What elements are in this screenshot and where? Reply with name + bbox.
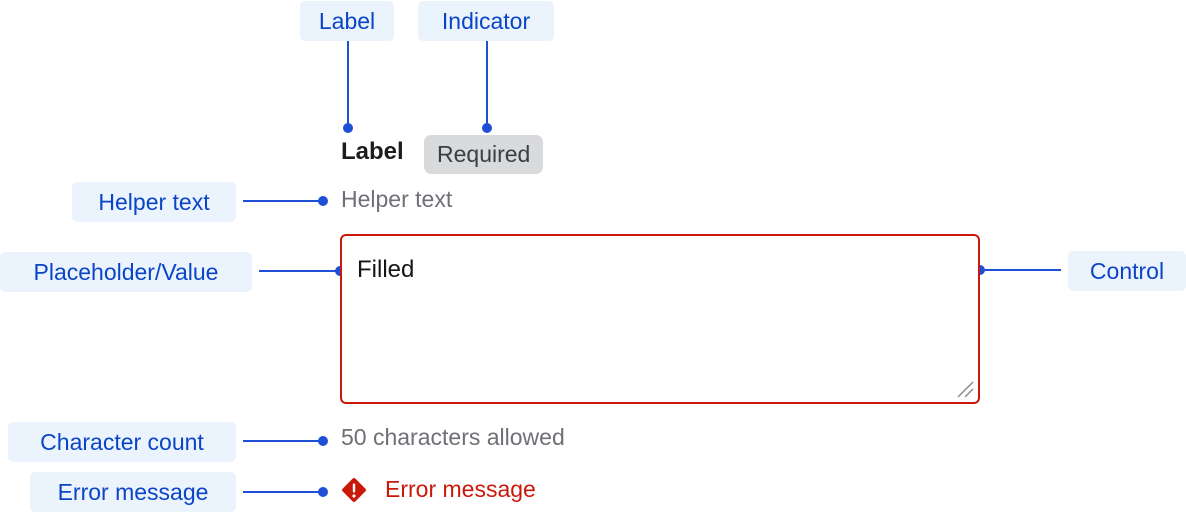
leader-dot-helper-text [318, 196, 328, 206]
helper-text: Helper text [341, 186, 453, 212]
leader-line-indicator [486, 41, 488, 127]
leader-dot-error-message [318, 487, 328, 497]
annotation-label: Label [300, 1, 394, 41]
leader-line-control [980, 269, 1061, 271]
leader-line-label [347, 41, 349, 127]
leader-line-helper-text [243, 200, 323, 202]
leader-line-placeholder-value [259, 270, 340, 272]
character-count: 50 characters allowed [341, 424, 565, 450]
annotation-error-message: Error message [30, 472, 236, 512]
leader-dot-label [343, 123, 353, 133]
resize-grip-icon[interactable] [956, 380, 974, 398]
field-label: Label [341, 138, 404, 165]
annotation-helper-text: Helper text [72, 182, 236, 222]
textarea-control[interactable]: Filled [340, 234, 980, 404]
leader-line-error-message [243, 491, 323, 493]
leader-dot-control [975, 265, 985, 275]
annotation-control: Control [1068, 251, 1186, 291]
leader-dot-indicator [482, 123, 492, 133]
annotation-character-count: Character count [8, 422, 236, 462]
textarea-value: Filled [357, 256, 415, 283]
leader-dot-character-count [318, 436, 328, 446]
annotation-indicator: Indicator [418, 1, 554, 41]
error-message: Error message [385, 476, 536, 502]
annotation-placeholder-value: Placeholder/Value [0, 252, 252, 292]
required-badge: Required [424, 135, 544, 174]
leader-line-character-count [243, 440, 323, 442]
exclamation-diamond-icon [342, 478, 366, 502]
